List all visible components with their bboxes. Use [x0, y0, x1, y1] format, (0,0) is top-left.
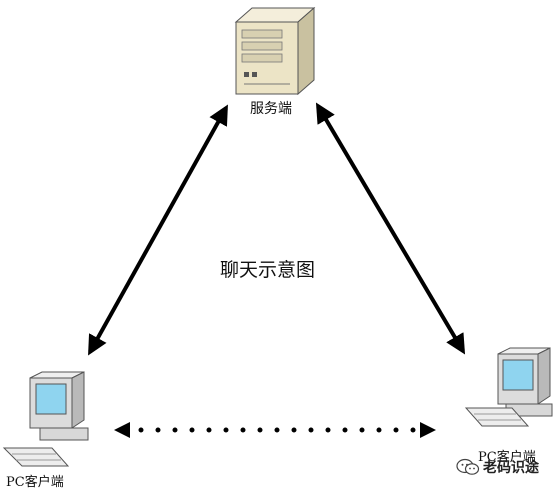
edge-server-client-left	[88, 104, 228, 356]
watermark: 老码识途	[456, 456, 539, 478]
client-right-label: PC客户端	[478, 450, 536, 465]
edge-server-client-right	[315, 102, 466, 355]
pc-icon-left	[2, 371, 89, 467]
watermark-text: 老码识途	[483, 460, 539, 476]
wechat-icon	[456, 458, 480, 475]
edge-client-left-client-right	[114, 422, 436, 438]
diagram-title: 聊天示意图	[220, 259, 316, 281]
server-label: 服务端	[250, 101, 292, 117]
client-left-label: PC客户端	[6, 475, 64, 490]
pc-icon-right	[464, 347, 553, 427]
server-icon	[234, 6, 316, 96]
